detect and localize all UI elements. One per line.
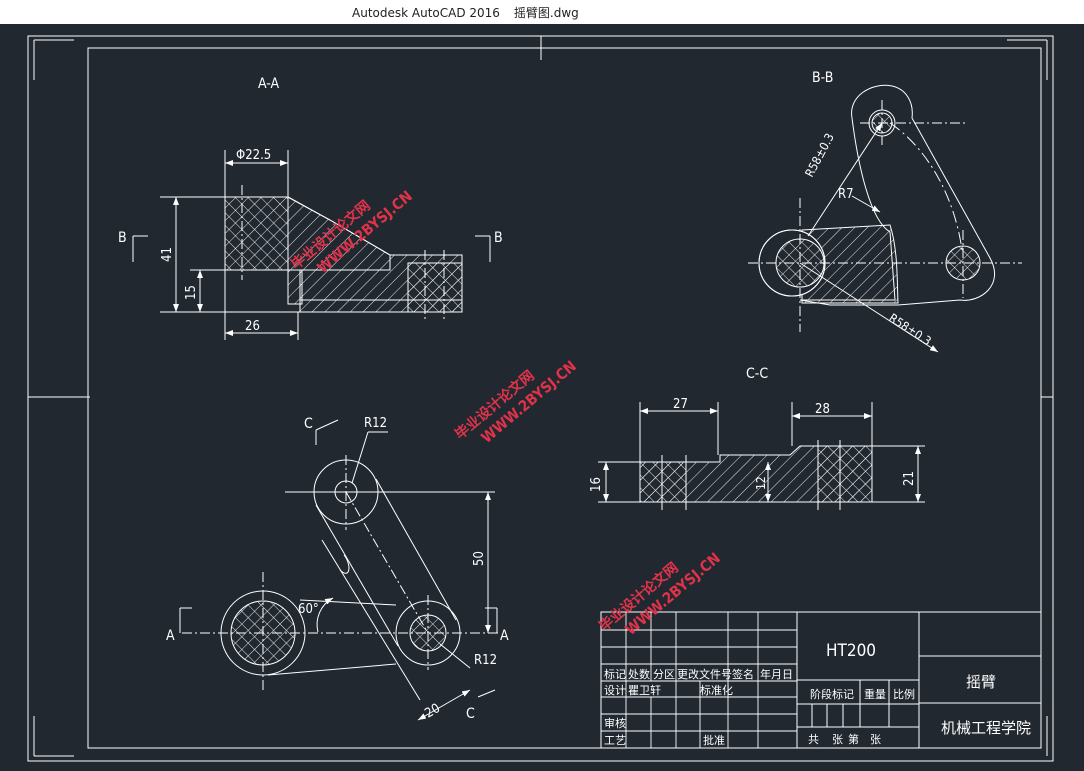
file-name: 摇臂图.dwg <box>513 6 579 20</box>
tb-material: HT200 <box>826 641 876 661</box>
tb-label-sheets: 张 <box>832 733 843 746</box>
dim-26: 26 <box>245 319 260 334</box>
view-plan[interactable] <box>179 419 500 721</box>
dim-28: 28 <box>815 402 830 417</box>
section-mark-a-right: A <box>500 628 509 644</box>
title-block <box>600 611 1042 749</box>
aa-left-boss <box>224 196 289 271</box>
tb-label-zone: 分区 <box>653 668 675 681</box>
section-mark-c-bottom: C <box>466 706 475 722</box>
dim-27: 27 <box>673 397 688 412</box>
tb-institution: 机械工程学院 <box>941 719 1031 737</box>
tb-label-approve: 批准 <box>703 733 725 747</box>
dim-r12-bottom: R12 <box>474 653 497 668</box>
sheet-border <box>27 35 1054 762</box>
tb-designer: 瞿卫轩 <box>628 683 661 697</box>
app-title: Autodesk AutoCAD 2016 <box>352 6 500 20</box>
dim-r58-bottom: R58±0.3 <box>886 311 933 349</box>
watermark-3: 毕业设计论文网 WWW.2BYSJ.CN <box>596 549 724 639</box>
dim-60deg: 60° <box>298 602 319 617</box>
tb-label-change-doc: 更改文件号 <box>677 667 732 681</box>
section-mark-c-top: C <box>304 416 313 432</box>
aa-right-boss <box>407 262 463 313</box>
tb-label-review: 审核 <box>604 716 626 730</box>
dim-r7: R7 <box>838 187 854 202</box>
view-label-bb: B-B <box>812 70 833 86</box>
section-mark-b-left: B <box>118 230 127 246</box>
bb-hatch-region <box>801 224 899 304</box>
tb-label-date: 年月日 <box>760 667 793 681</box>
section-mark-a-left: A <box>166 628 175 644</box>
dim-20: 20 <box>423 701 443 721</box>
section-mark-b-right: B <box>494 230 503 246</box>
dim-21: 21 <box>902 471 917 486</box>
tb-label-count: 处数 <box>628 668 650 681</box>
tb-part-name: 摇臂 <box>966 673 996 691</box>
dim-12: 12 <box>754 476 768 490</box>
tb-label-total: 共 <box>808 733 819 746</box>
window-title: Autodesk AutoCAD 2016 摇臂图.dwg <box>352 4 579 21</box>
dim-r12-top: R12 <box>364 416 387 431</box>
tb-label-sheet-no: 第 <box>848 732 859 746</box>
dim-dia22-5: Φ22.5 <box>236 148 271 163</box>
tb-label-stage-mark: 阶段标记 <box>810 687 854 701</box>
bb-arm-outline <box>799 84 996 306</box>
dim-15: 15 <box>184 285 199 300</box>
watermark-2: 毕业设计论文网 WWW.2BYSJ.CN <box>452 357 580 447</box>
drawing-canvas[interactable]: A-A B-B C-C B B A A C C Φ22.5 41 15 26 R… <box>0 24 1084 771</box>
tb-label-page: 张 <box>870 733 881 746</box>
tb-label-sign: 签名 <box>732 667 754 681</box>
view-label-aa: A-A <box>258 76 280 92</box>
title-bar: Autodesk AutoCAD 2016 摇臂图.dwg <box>0 0 1084 24</box>
dim-16: 16 <box>589 477 604 492</box>
dim-41: 41 <box>160 247 175 262</box>
view-a-a[interactable] <box>224 185 463 320</box>
dim-r58-top: R58±0.3 <box>802 131 837 179</box>
view-b-b[interactable] <box>748 84 1022 353</box>
tb-label-process: 工艺 <box>604 734 626 747</box>
tb-label-standard: 标准化 <box>700 683 733 697</box>
tb-label-scale: 比例 <box>893 687 915 701</box>
tb-label-weight: 重量 <box>864 687 886 701</box>
tb-label-mark: 标记 <box>604 667 626 681</box>
tb-label-design: 设计 <box>604 684 626 697</box>
aa-dimensions <box>132 150 491 340</box>
dim-50: 50 <box>472 551 487 566</box>
view-c-c[interactable] <box>598 402 925 510</box>
view-label-cc: C-C <box>746 366 768 382</box>
